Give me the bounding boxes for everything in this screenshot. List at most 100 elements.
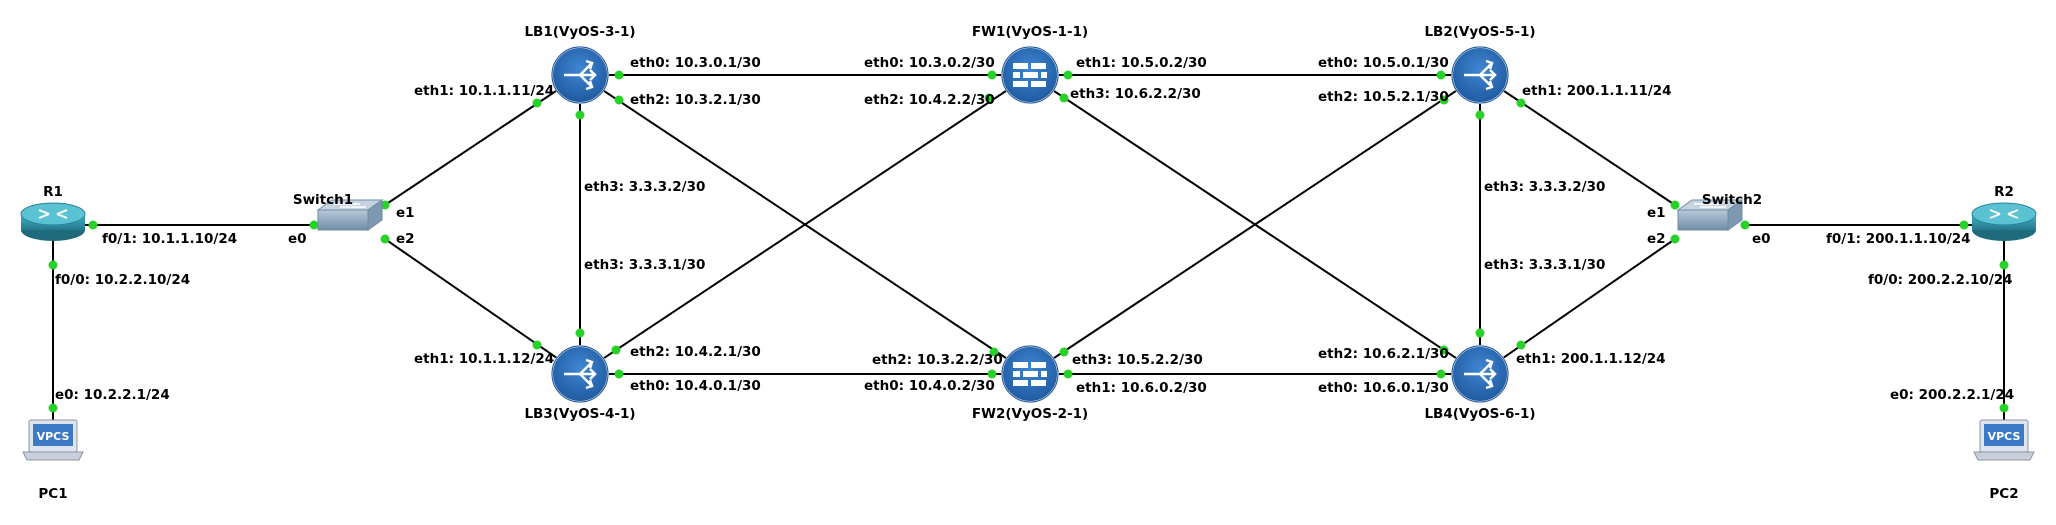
port-dot [987,369,997,379]
firewall-icon[interactable] [1001,46,1059,104]
interface-label: eth2: 10.6.2.1/30 [1318,346,1449,362]
interface-label: eth3: 3.3.3.1/30 [584,257,705,273]
link-sw1-lb1[interactable] [384,74,581,206]
links-layer [52,74,2005,425]
interface-label: e1 [396,205,415,221]
interface-label: eth0: 10.3.0.2/30 [864,55,995,71]
interface-label: eth0: 10.6.0.1/30 [1318,380,1449,396]
port-dot [987,70,997,80]
device-name-r2: R2 [1994,184,2014,200]
interface-label: eth1: 10.6.0.2/30 [1076,380,1207,396]
interface-label: e2 [1647,231,1666,247]
interface-label: eth1: 200.1.1.11/24 [1522,83,1672,99]
device-name-lb1: LB1(VyOS-3-1) [524,24,635,40]
interface-label: eth0: 10.5.0.1/30 [1318,55,1449,71]
interface-label: f0/0: 200.2.2.10/24 [1868,272,2013,288]
port-dot [1999,403,2009,413]
interface-label: eth1: 10.5.0.2/30 [1076,55,1207,71]
port-dot [48,260,58,270]
port-dot [1999,260,2009,270]
interface-label: eth2: 10.4.2.1/30 [630,344,761,360]
vpcs-icon[interactable]: VPCS [22,419,84,461]
port-dot [614,369,624,379]
interface-label: eth0: 10.4.0.2/30 [864,378,995,394]
interface-label: eth3: 3.3.3.2/30 [1484,179,1605,195]
device-name-fw2: FW2(VyOS-2-1) [972,406,1088,422]
device-name-sw1: Switch1 [293,192,353,208]
interface-label: eth1: 200.1.1.12/24 [1516,351,1666,367]
link-lb3-fw1[interactable] [579,74,1031,375]
interface-label: eth2: 10.3.2.1/30 [630,92,761,108]
interface-label: f0/0: 10.2.2.10/24 [55,272,190,288]
port-dot [1959,220,1969,230]
port-dot [1059,93,1069,103]
interface-label: eth0: 10.3.0.1/30 [630,55,761,71]
load-balancer-icon[interactable] [551,46,609,104]
interface-label: eth2: 10.3.2.2/30 [872,352,1003,368]
port-dot [1670,200,1680,210]
link-lb4-sw2[interactable] [1479,238,1676,375]
device-names: R1 R2 PC1 PC2 Switch1 Switch2 LB1(VyOS-3… [38,24,2018,502]
port-dot [1439,95,1449,105]
port-dots-layer [48,70,2009,413]
vpcs-badge: VPCS [37,430,70,443]
port-dot [1436,369,1446,379]
device-name-pc2: PC2 [1989,486,2018,502]
port-dot [1475,110,1485,120]
interface-label: eth3: 3.3.3.1/30 [1484,257,1605,273]
router-icon[interactable] [1971,202,2037,241]
switch-icon[interactable] [316,199,384,231]
router-icon[interactable] [20,202,86,241]
interface-label: e0: 200.2.2.1/24 [1890,387,2014,403]
port-dot [1063,369,1073,379]
interface-label: eth3: 10.5.2.2/30 [1072,352,1203,368]
interface-label: e0 [1752,231,1771,247]
port-dot [1516,98,1526,108]
interface-label: eth2: 10.4.2.2/30 [864,92,995,108]
interface-label: f0/1: 200.1.1.10/24 [1826,231,1971,247]
port-dot [88,220,98,230]
vpcs-icon[interactable]: VPCS [1973,419,2035,461]
port-dot [575,328,585,338]
port-dot [1063,70,1073,80]
interface-label: eth3: 3.3.3.2/30 [584,179,705,195]
interface-label: eth1: 10.1.1.12/24 [414,351,554,367]
switch-icon[interactable] [1676,199,1744,231]
port-dot [48,403,58,413]
link-sw1-lb3[interactable] [384,238,581,375]
interface-label: eth3: 10.6.2.2/30 [1070,86,1201,102]
device-name-lb3: LB3(VyOS-4-1) [524,406,635,422]
device-name-sw2: Switch2 [1702,192,1762,208]
port-dot [532,340,542,350]
load-balancer-icon[interactable] [1451,345,1509,403]
interface-label: e0 [288,231,307,247]
device-name-lb4: LB4(VyOS-6-1) [1424,406,1535,422]
port-dot [1436,70,1446,80]
load-balancer-icon[interactable] [1451,46,1509,104]
link-lb2-sw2[interactable] [1479,74,1676,206]
interface-label: e2 [396,231,415,247]
port-dot [989,347,999,357]
port-dot [309,220,319,230]
device-name-r1: R1 [43,184,63,200]
interface-label: eth1: 10.1.1.11/24 [414,83,554,99]
interface-label: e0: 10.2.2.1/24 [55,387,170,403]
vpcs-badge: VPCS [1988,430,2021,443]
port-dot [575,110,585,120]
port-dot [614,70,624,80]
interface-label: eth0: 10.4.0.1/30 [630,378,761,394]
firewall-icon[interactable] [1001,345,1059,403]
interface-label: e1 [1647,205,1666,221]
port-dot [1740,220,1750,230]
port-dot [1439,345,1449,355]
port-dot [1475,328,1485,338]
load-balancer-icon[interactable] [551,345,609,403]
port-dot [1059,347,1069,357]
device-name-fw1: FW1(VyOS-1-1) [972,24,1088,40]
port-dot [380,200,390,210]
device-name-pc1: PC1 [38,486,67,502]
interface-label: f0/1: 10.1.1.10/24 [102,231,237,247]
interface-labels: f0/1: 10.1.1.10/24 e0 f0/0: 10.2.2.10/24… [55,55,2014,403]
link-fw2-lb2[interactable] [1029,74,1481,375]
